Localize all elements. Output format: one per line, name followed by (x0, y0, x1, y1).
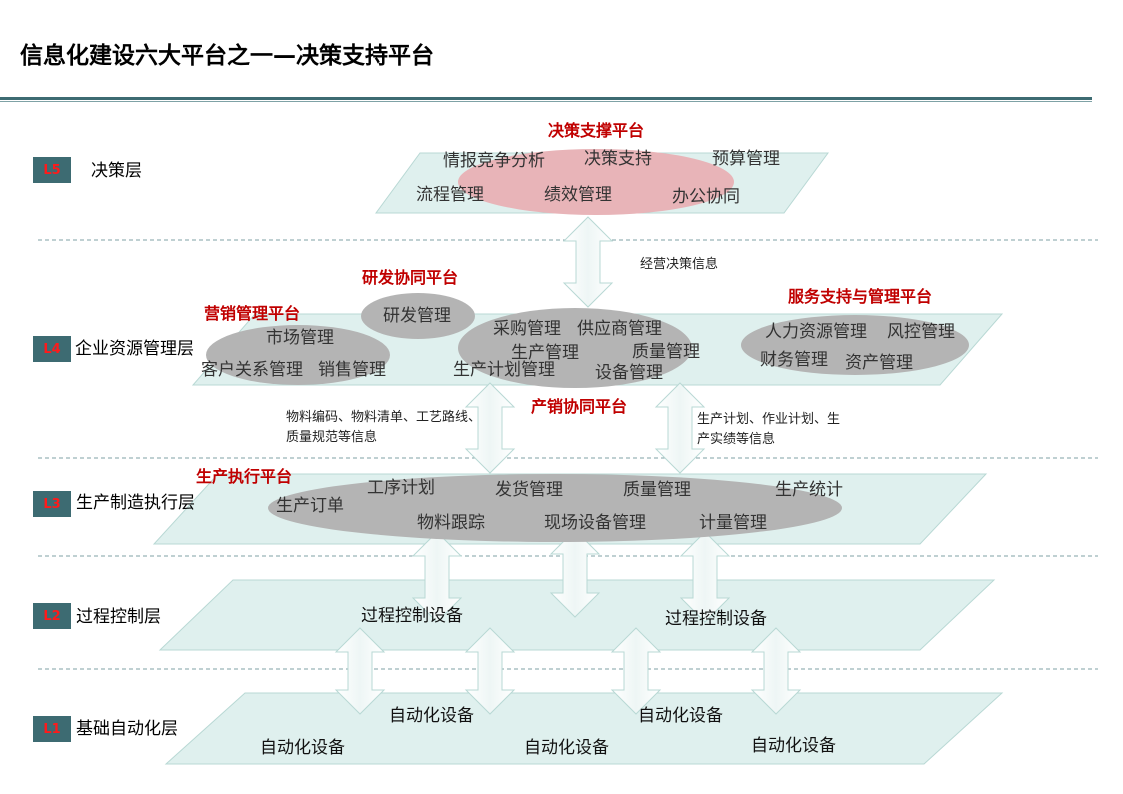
item-risk-management: 风控管理 (887, 322, 955, 342)
arrow-l4-l3-left (464, 382, 516, 474)
item-budget-management: 预算管理 (712, 149, 780, 169)
arrow-l2-l1-c (610, 627, 662, 715)
item-sales-management: 销售管理 (318, 360, 386, 380)
ellipse-service-platform (741, 315, 969, 375)
item-process-management: 流程管理 (416, 185, 484, 205)
item-production-management: 生产管理 (511, 343, 579, 363)
item-hr-management: 人力资源管理 (765, 322, 867, 342)
item-equipment-management: 设备管理 (595, 363, 663, 383)
item-quality-management-l3: 质量管理 (623, 480, 691, 500)
item-asset-management: 资产管理 (845, 353, 913, 373)
platform-label-decision: 决策支撑平台 (548, 121, 645, 140)
item-automation-device-4: 自动化设备 (524, 738, 609, 758)
platform-label-production-sales: 产销协同平台 (531, 397, 628, 416)
item-process-control-device-2: 过程控制设备 (665, 609, 767, 629)
item-production-statistics: 生产统计 (775, 480, 843, 500)
ellipse-marketing-platform (206, 325, 390, 385)
arrow-l2-l1-d (750, 627, 802, 715)
item-purchase-management: 采购管理 (493, 319, 561, 339)
item-process-plan: 工序计划 (367, 478, 435, 498)
item-metering-management: 计量管理 (699, 513, 767, 533)
layer-badge-l5: L5 (33, 157, 71, 183)
item-field-equipment-management: 现场设备管理 (544, 513, 646, 533)
arrow-l2-l1-a (334, 627, 386, 715)
layer-badge-l2: L2 (33, 603, 71, 629)
item-automation-device-1: 自动化设备 (389, 706, 474, 726)
layer-name-l2: 过程控制层 (76, 607, 161, 627)
item-finance-management: 财务管理 (760, 350, 828, 370)
annotation-decision-info: 经营决策信息 (640, 257, 719, 272)
arrow-l3-l2-c (679, 531, 731, 623)
annotation-material-info: 物料编码、物料清单、工艺路线、质量规范等信息 (286, 410, 482, 445)
plane-l1 (164, 692, 1004, 765)
arrow-l4-l3-right (654, 382, 706, 474)
item-office-collaboration: 办公协同 (672, 187, 740, 207)
item-quality-management-l4: 质量管理 (632, 342, 700, 362)
layer-badge-l1: L1 (33, 716, 71, 742)
item-crm: 客户关系管理 (201, 360, 303, 380)
layer-badge-l3: L3 (33, 491, 71, 517)
ellipse-decision-platform (458, 149, 734, 215)
arrow-l5-l4 (562, 216, 614, 308)
page-title: 信息化建设六大平台之一—决策支持平台 (20, 43, 434, 69)
item-supplier-management: 供应商管理 (577, 319, 662, 339)
arrow-l3-l2-a (411, 531, 463, 623)
platform-label-execution: 生产执行平台 (196, 467, 293, 486)
item-rd-management: 研发管理 (383, 306, 451, 326)
arrow-l3-l2-b (549, 529, 601, 618)
layer-name-l4: 企业资源管理层 (75, 339, 194, 359)
layer-name-l3: 生产制造执行层 (76, 493, 195, 513)
title-rule-thick (0, 97, 1092, 100)
layer-name-l1: 基础自动化层 (76, 719, 178, 739)
arrow-l2-l1-b (464, 627, 516, 715)
annotation-plan-info: 生产计划、作业计划、生产实绩等信息 (697, 412, 841, 447)
item-decision-support: 决策支持 (584, 149, 652, 169)
ellipse-production-sales-platform (458, 308, 692, 388)
layer-name-l5: 决策层 (91, 161, 142, 181)
item-intelligence-analysis: 情报竞争分析 (443, 151, 545, 171)
item-performance-management: 绩效管理 (544, 185, 612, 205)
platform-label-service: 服务支持与管理平台 (788, 287, 933, 306)
item-production-order: 生产订单 (276, 496, 344, 516)
item-production-planning: 生产计划管理 (453, 360, 555, 380)
layer-badge-l4: L4 (33, 336, 71, 362)
ellipse-execution-platform (268, 474, 842, 542)
platform-label-rd: 研发协同平台 (362, 268, 459, 287)
item-automation-device-5: 自动化设备 (751, 736, 836, 756)
item-delivery-management: 发货管理 (495, 480, 563, 500)
item-process-control-device-1: 过程控制设备 (361, 606, 463, 626)
item-material-tracking: 物料跟踪 (417, 513, 485, 533)
item-automation-device-3: 自动化设备 (260, 738, 345, 758)
platform-label-marketing: 营销管理平台 (204, 304, 301, 323)
item-market-management: 市场管理 (266, 328, 334, 348)
ellipse-rd-platform (361, 293, 475, 339)
item-automation-device-2: 自动化设备 (638, 706, 723, 726)
title-rule-thin (0, 101, 1092, 102)
